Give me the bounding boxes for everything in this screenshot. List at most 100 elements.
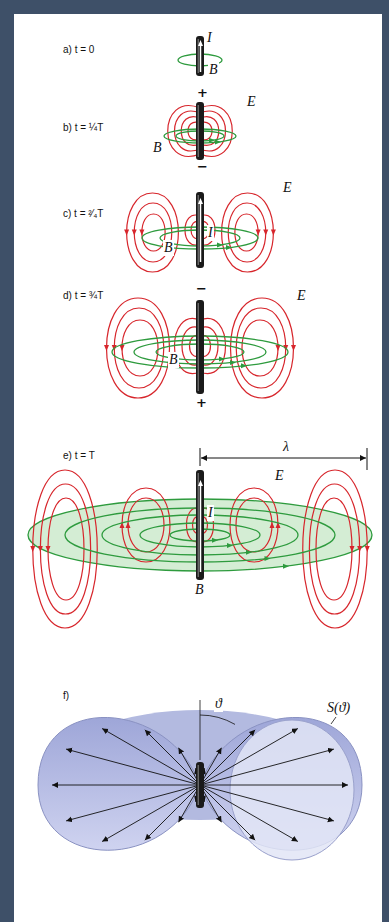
intensity-vector xyxy=(200,729,298,786)
charge-sign: − xyxy=(195,282,208,297)
field-label: B xyxy=(194,582,205,598)
intensity-vector xyxy=(102,729,200,786)
magnetic-field-arrowhead xyxy=(212,538,218,543)
current-label: I xyxy=(206,30,213,46)
field-label: B xyxy=(168,352,179,368)
magnetic-field-arrowhead xyxy=(246,550,252,555)
charge-sign: + xyxy=(195,396,208,411)
current-arrow xyxy=(200,485,202,572)
intensity-vector xyxy=(66,785,200,821)
dipole-rod xyxy=(196,36,204,76)
dipole-rod xyxy=(196,762,204,808)
dimension-tick xyxy=(367,448,368,470)
panel-label: d) t = ¾T xyxy=(62,290,104,302)
electric-field-arrowhead xyxy=(270,522,275,528)
electric-field-loop xyxy=(228,203,266,262)
intensity-vector xyxy=(200,785,348,786)
field-label: B xyxy=(152,140,163,156)
angle-arc xyxy=(200,715,235,724)
electric-field-loop xyxy=(316,498,352,600)
current-label: I xyxy=(207,505,214,521)
intensity-label: S(ϑ) xyxy=(326,700,351,716)
electric-field-loop xyxy=(303,470,368,628)
rod-highlight xyxy=(198,765,199,805)
current-arrow xyxy=(200,45,202,72)
current-arrow xyxy=(200,203,202,262)
axis-line xyxy=(200,700,201,760)
electric-field-arrowhead xyxy=(38,546,43,552)
rod-highlight xyxy=(198,39,199,73)
magnetic-field-arrowhead xyxy=(226,245,232,250)
charge-sign: + xyxy=(196,86,209,101)
intensity-vector xyxy=(200,785,255,840)
electric-field-arrowhead xyxy=(271,230,276,236)
current-arrowhead xyxy=(198,40,203,46)
dipole-rod xyxy=(196,470,204,580)
charge-sign: − xyxy=(196,160,209,175)
intensity-vector xyxy=(200,785,334,821)
magnetic-field-arrowhead xyxy=(283,564,289,569)
current-arrowhead xyxy=(198,480,203,486)
electric-field-arrowhead xyxy=(365,546,370,552)
rod-highlight xyxy=(198,473,199,577)
electric-field-loop xyxy=(114,308,164,388)
magnetic-field-arrowhead xyxy=(230,360,236,365)
dipole-rod xyxy=(196,102,204,160)
panel-label: a) t = 0 xyxy=(62,44,95,56)
intensity-vector xyxy=(66,749,200,785)
angle-label: ϑ xyxy=(214,696,223,712)
torus-cross-section xyxy=(230,720,354,860)
electric-field-arrowhead xyxy=(263,230,268,236)
electric-field-arrowhead xyxy=(350,546,355,552)
wavelength-label: λ xyxy=(282,439,290,455)
magnetic-field-arrowhead xyxy=(241,363,247,368)
dipole-rod xyxy=(196,192,204,268)
rod-highlight xyxy=(198,195,199,265)
electric-field-arrowhead xyxy=(120,345,125,351)
field-label: B xyxy=(208,62,219,78)
electric-field-loop xyxy=(142,214,165,251)
field-label: B xyxy=(163,240,174,256)
dimension-tick xyxy=(200,448,201,466)
electric-field-arrowhead xyxy=(276,345,281,351)
magnetic-field-arrowhead xyxy=(227,543,233,548)
intensity-vector xyxy=(200,749,334,785)
electric-field-arrowhead xyxy=(126,522,131,528)
intensity-vector xyxy=(102,785,200,842)
intensity-vector xyxy=(52,785,200,786)
rod-highlight xyxy=(198,105,199,157)
wavelength-dimension xyxy=(201,458,366,459)
magnetic-field-arrowhead xyxy=(219,356,225,361)
intensity-vector xyxy=(200,785,298,842)
current-label: I xyxy=(207,225,214,241)
electric-field-loop xyxy=(235,214,258,251)
panel-label: f) xyxy=(62,690,70,702)
torus-lobe xyxy=(38,717,200,850)
intensity-vector xyxy=(145,785,200,840)
magnetic-field-arrowhead xyxy=(217,242,223,247)
panel-label: c) t = ²⁄₄T xyxy=(62,208,104,220)
electric-field-loop xyxy=(48,498,84,600)
magnetic-field-arrowhead xyxy=(265,556,271,561)
field-label: E xyxy=(274,468,285,484)
field-label: E xyxy=(296,288,307,304)
electric-field-arrowhead xyxy=(46,546,51,552)
electric-field-arrowhead xyxy=(357,546,362,552)
field-label: E xyxy=(282,180,293,196)
dipole-rod xyxy=(196,300,204,394)
electric-field-loop xyxy=(236,308,286,388)
magnetic-field-arrowhead xyxy=(209,138,215,143)
panel-label: b) t = ¼T xyxy=(62,122,104,134)
electric-field-loop xyxy=(242,320,278,376)
electric-field-loop xyxy=(33,470,98,628)
electric-field-loop xyxy=(122,320,158,376)
leader-line xyxy=(331,717,336,724)
electric-field-arrowhead xyxy=(104,345,109,351)
current-arrowhead xyxy=(198,198,203,204)
field-label: E xyxy=(246,94,257,110)
electric-field-arrowhead xyxy=(124,230,129,236)
electric-field-arrowhead xyxy=(291,345,296,351)
